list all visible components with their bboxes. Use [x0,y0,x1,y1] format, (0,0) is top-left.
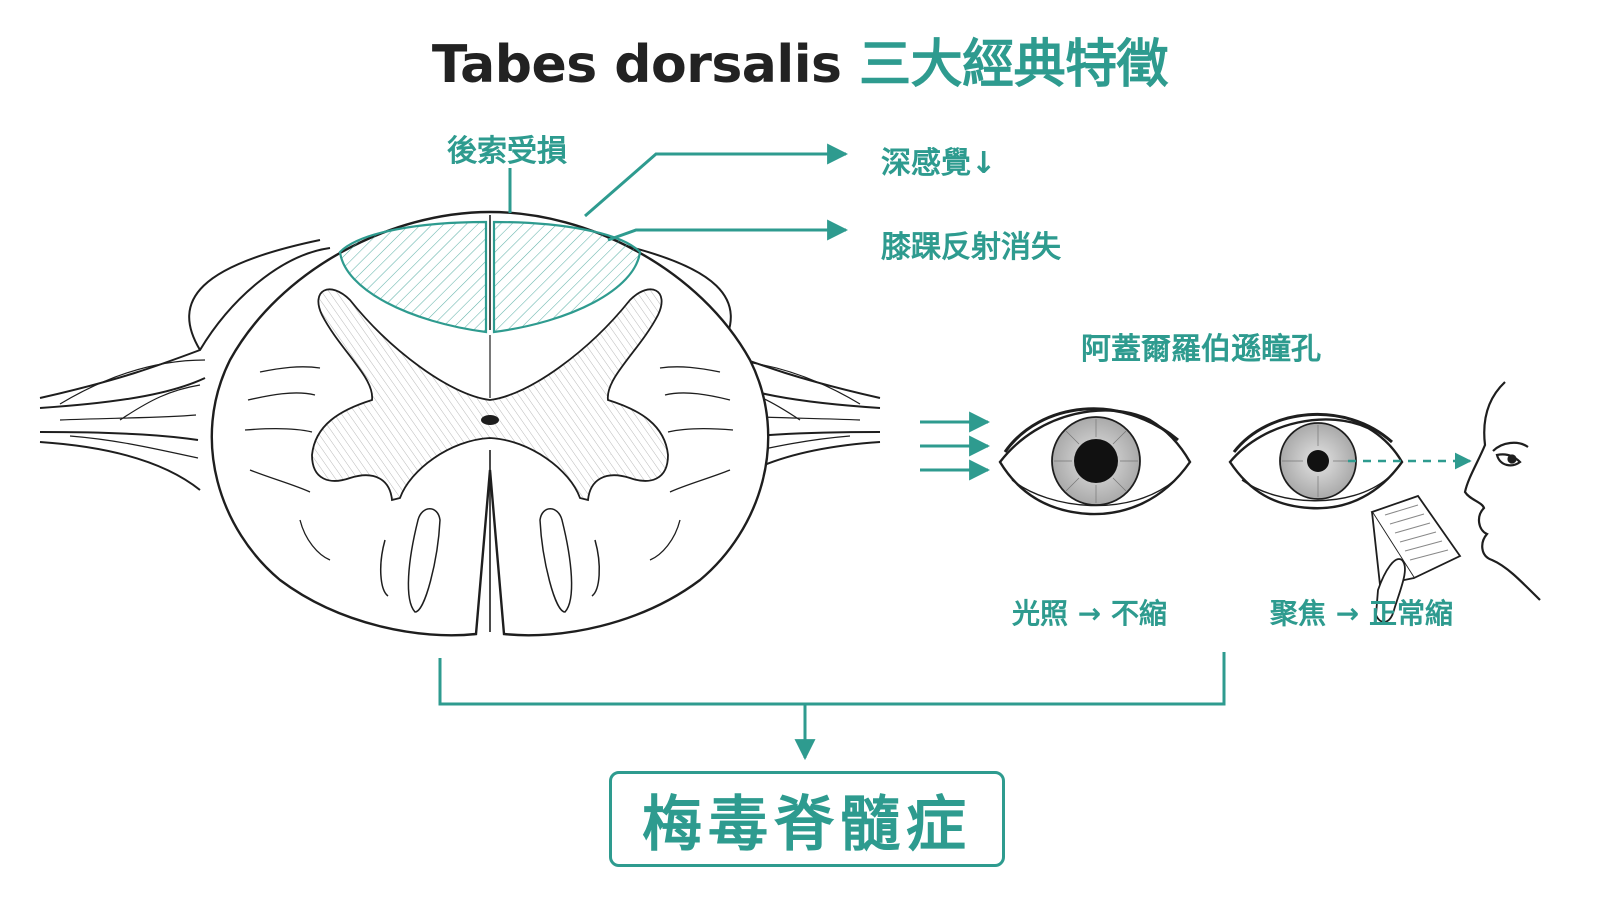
gray-matter [311,288,669,502]
label-posterior-column: 後索受損 [447,134,567,169]
face-profile-icon [1463,381,1541,601]
bracket-connector [438,652,1226,761]
diagram-title: Tabes dorsalis 三大經典特徵 [0,22,1600,97]
result-label: 梅毒脊髓症 [642,789,972,860]
title-english: Tabes dorsalis [431,35,842,95]
light-arrows [920,411,991,481]
label-deep-sensation: 深感覺↓ [881,146,997,181]
central-canal [481,415,499,425]
eye-icon [998,407,1192,516]
posterior-column-right [492,220,642,334]
posterior-column-left [338,220,488,334]
book-icon [1370,494,1462,623]
eye-icon [1228,412,1404,510]
label-near-reaction: 聚焦 → 正常縮 [1270,597,1453,630]
label-light-reaction: 光照 → 不縮 [1012,597,1167,630]
label-argyll-robertson: 阿蓋爾羅伯遜瞳孔 [1081,332,1321,367]
title-chinese: 三大經典特徵 [859,35,1169,95]
label-knee-ankle-reflex: 膝踝反射消失 [881,230,1061,265]
spinal-cord-cross-section [210,210,770,637]
nerve-roots-left [39,239,331,491]
result-box: 梅毒脊髓症 [609,771,1005,867]
callout-lines [508,143,849,242]
